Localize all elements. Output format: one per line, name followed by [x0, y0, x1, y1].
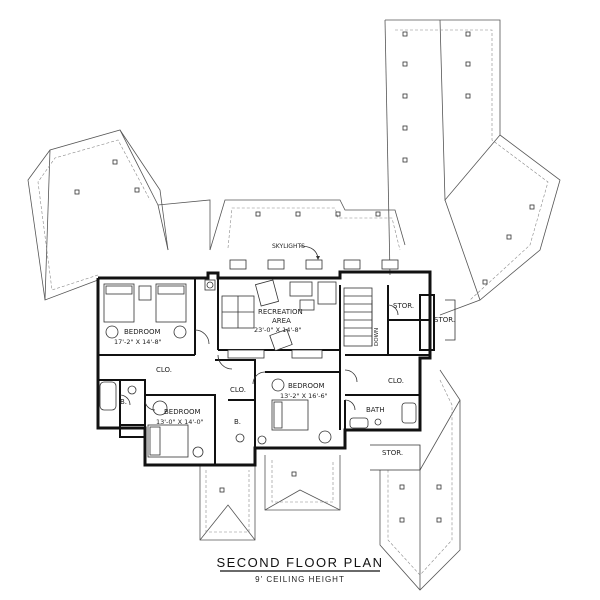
stairs-down-label: DOWN — [374, 328, 380, 346]
skylights — [229, 245, 399, 270]
closet-1-label: CLO. — [156, 366, 172, 374]
stairs — [343, 287, 373, 347]
closet-2-label: CLO. — [230, 386, 246, 394]
bedroom-3-name: BEDROOM — [288, 382, 325, 390]
plan-subtitle: 9' CEILING HEIGHT — [255, 575, 345, 584]
bedroom-3-furniture — [257, 378, 332, 445]
interior-walls — [98, 278, 430, 465]
storage-3-label: STOR. — [382, 449, 403, 457]
bedroom-2-name: BEDROOM — [164, 408, 201, 416]
bedroom-3-dims: 13'-2" X 16'-6" — [280, 392, 328, 400]
recreation-furniture — [204, 279, 337, 359]
recreation-dims: 23'-0" X 14'-8" — [254, 326, 302, 334]
bedroom-2-dims: 13'-0" X 14'-0" — [156, 418, 204, 426]
skylights-label: SKYLIGHTS — [272, 243, 305, 250]
bays — [119, 294, 456, 471]
bath-b-2-label: B. — [234, 418, 241, 426]
bedroom-1-dims: 17'-2" X 14'-8" — [114, 338, 162, 346]
bedroom-1-furniture — [103, 283, 187, 339]
closet-3-label: CLO. — [388, 377, 404, 385]
recreation-name-1: RECREATION — [258, 308, 303, 316]
bath-b-1-label: B. — [120, 398, 127, 406]
bedroom-2-furniture — [147, 400, 204, 458]
roof-outline — [27, 19, 561, 591]
exterior-walls — [96, 270, 432, 467]
roof-overhang-dashes — [37, 29, 549, 576]
recreation-name-2: AREA — [272, 317, 291, 325]
plan-title: SECOND FLOOR PLAN — [216, 555, 383, 570]
bedroom-1-name: BEDROOM — [124, 328, 161, 336]
door-swings — [119, 304, 399, 411]
roof-vents — [74, 31, 535, 523]
bath-fixtures — [99, 381, 417, 443]
bath-label: BATH — [366, 406, 385, 414]
storage-1-label: STOR. — [393, 302, 414, 310]
storage-2-label: STOR. — [434, 316, 455, 324]
